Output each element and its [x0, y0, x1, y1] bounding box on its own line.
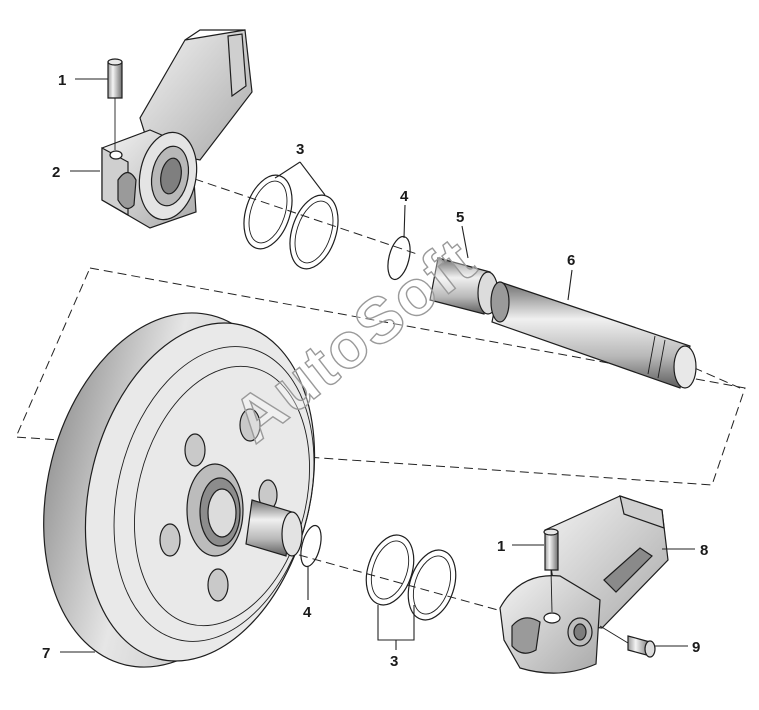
wheel-hole [159, 523, 181, 557]
bolt [599, 625, 656, 658]
callout-5: 5 [456, 209, 464, 226]
callout-6: 6 [567, 252, 575, 269]
pin-upper [107, 58, 123, 160]
callout-1-lower: 1 [497, 538, 505, 555]
idler-wheel [43, 312, 316, 668]
callout-labels: 1 2 3 4 5 6 7 3 4 1 8 9 [42, 72, 708, 670]
bushing-lower [245, 499, 303, 557]
idler-shaft [490, 281, 697, 389]
wheel-hole [184, 433, 206, 467]
o-ring-lower [300, 524, 322, 568]
seal-pair-upper [243, 174, 339, 270]
wheel-hole [207, 568, 229, 602]
seal-pair-lower [365, 534, 457, 621]
callout-4-upper: 4 [400, 188, 409, 205]
callout-4-lower: 4 [303, 604, 312, 621]
callout-1-upper: 1 [58, 72, 66, 89]
leader-lines [60, 78, 695, 653]
callout-2: 2 [52, 164, 60, 181]
wheel-hole [239, 408, 261, 442]
callout-7: 7 [42, 645, 50, 662]
bracket-upper [101, 29, 253, 229]
pin-lower [543, 528, 559, 613]
callout-3-lower: 3 [390, 653, 398, 670]
bracket-lower [499, 495, 669, 674]
callout-8: 8 [700, 542, 708, 559]
callout-3-upper: 3 [296, 141, 304, 158]
callout-9: 9 [692, 639, 700, 656]
